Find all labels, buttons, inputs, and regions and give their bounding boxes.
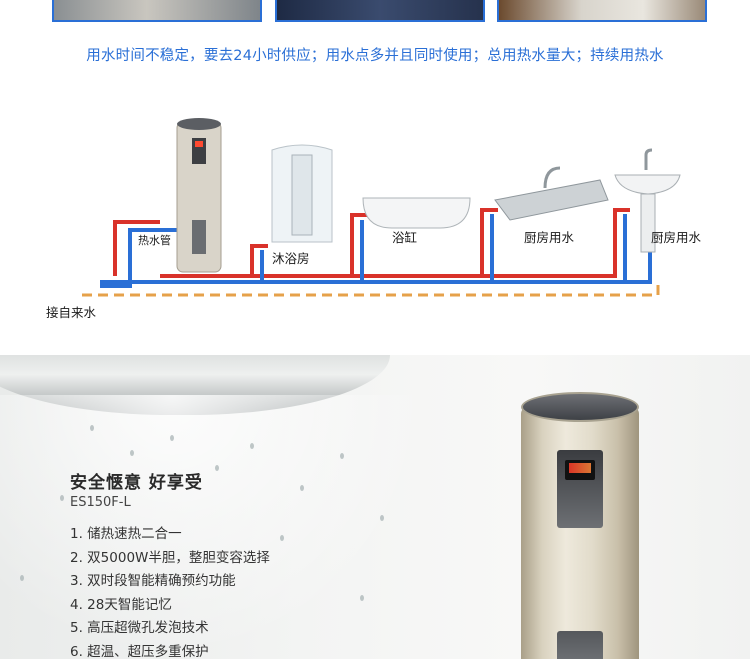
basin-faucet [644, 148, 653, 170]
display-screen [565, 460, 595, 480]
product-headline: 安全惬意 好享受 [70, 473, 203, 493]
basin-pedestal [640, 193, 656, 253]
scene-photo-strip [0, 0, 750, 26]
hot-pipe-basin [482, 208, 630, 278]
feature-item: 4. 28天智能记忆 [70, 596, 172, 613]
kitchen-water-label-1: 厨房用水 [524, 230, 575, 245]
hot-water-pipe-label: 热水管 [138, 234, 171, 247]
feature-item: 2. 双5000W半胆，整胆变容选择 [70, 549, 270, 566]
control-panel [557, 450, 603, 528]
hot-pipe-rise [113, 220, 160, 276]
water-drop [20, 575, 24, 581]
water-drop [60, 495, 64, 501]
water-drop [250, 443, 254, 449]
water-heater-product-image [521, 392, 639, 659]
diagram-graphic [82, 118, 681, 297]
kitchen-faucet [543, 166, 561, 189]
tank-body [521, 406, 639, 659]
lower-panel [557, 631, 603, 659]
scene-photo-3 [497, 0, 707, 22]
water-drop [130, 450, 134, 456]
water-drop [215, 465, 219, 471]
installation-diagram: 热水管 沐浴房 浴缸 厨房用水 厨房用水 接自来水 [40, 110, 730, 330]
water-drop [170, 435, 174, 441]
feature-item: 3. 双时段智能精确预约功能 [70, 573, 236, 589]
water-drop [300, 485, 304, 491]
water-heater-display [195, 141, 203, 147]
hot-pipe-kitchen [352, 208, 498, 278]
water-mist [0, 395, 430, 659]
feature-item: 6. 超温、超压多重保护 [70, 643, 209, 659]
shower-room-label: 沐浴房 [272, 251, 310, 266]
water-drop [280, 535, 284, 541]
kitchen-water-label-2: 厨房用水 [651, 230, 702, 245]
display-digits [569, 463, 591, 473]
feature-item: 5. 高压超微孔发泡技术 [70, 620, 209, 636]
product-section: 安全惬意 好享受 ES150F-L 1. 储热速热二合一 2. 双5000W半胆… [0, 355, 750, 659]
product-model: ES150F-L [70, 495, 131, 510]
water-drop [340, 453, 344, 459]
hot-pipe-shower [160, 244, 268, 278]
water-drop [360, 595, 364, 601]
water-drop [380, 515, 384, 521]
feature-list: 1. 储热速热二合一 2. 双5000W半胆，整胆变容选择 3. 双时段智能精确… [70, 523, 270, 659]
tap-water-inlet-label: 接自来水 [46, 305, 97, 320]
feature-item: 1. 储热速热二合一 [70, 526, 182, 542]
hot-pipe-bath [252, 213, 368, 278]
scene-photo-1 [52, 0, 262, 22]
scene-photo-2 [275, 0, 485, 22]
bathtub-label: 浴缸 [392, 230, 418, 245]
wash-basin [614, 174, 681, 195]
bathtub-shape [362, 197, 471, 229]
usage-tagline: 用水时间不稳定，要去24小时供应；用水点多并且同时使用；总用热水量大；持续用热水 [86, 48, 664, 64]
tank-top [521, 392, 639, 422]
water-drop [90, 425, 94, 431]
shower-panel [291, 154, 313, 236]
cold-pipe-inlet [100, 228, 180, 288]
water-heater-top [177, 118, 221, 130]
kitchen-sink [494, 179, 609, 221]
water-heater-lower-panel [192, 220, 206, 254]
